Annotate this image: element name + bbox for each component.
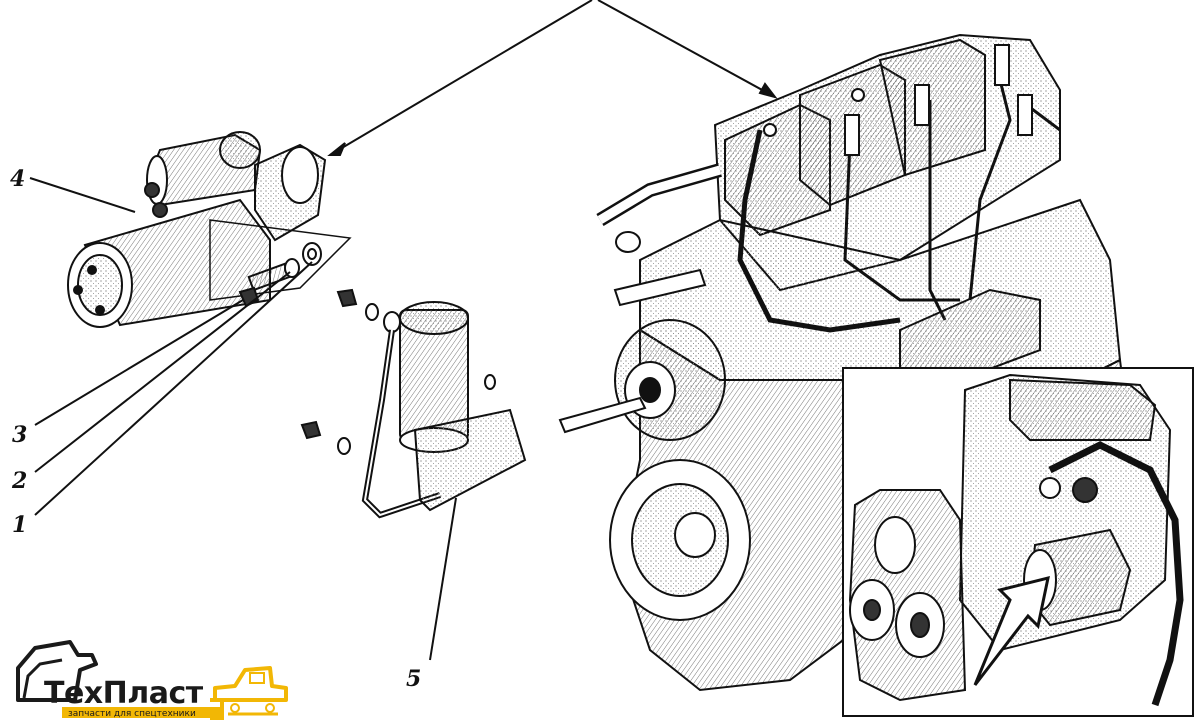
excavator-arm-icon — [16, 640, 98, 702]
callout-2: 2 — [11, 468, 27, 494]
callout-3: 3 — [12, 422, 27, 448]
starter-motor — [67, 131, 327, 328]
brand-logo: ТехПласт запчасти для спецтехники — [16, 640, 288, 720]
logo-title: ТехПласт — [44, 676, 204, 711]
leader-lines — [29, 0, 778, 661]
callout-5: 5 — [406, 666, 421, 692]
inset-detail-view — [842, 367, 1194, 717]
callout-1: 1 — [12, 512, 27, 538]
fuel-filter-bracket — [300, 288, 527, 519]
callout-4: 4 — [10, 166, 25, 192]
logo-tagline: запчасти для спецтехники — [68, 709, 196, 719]
